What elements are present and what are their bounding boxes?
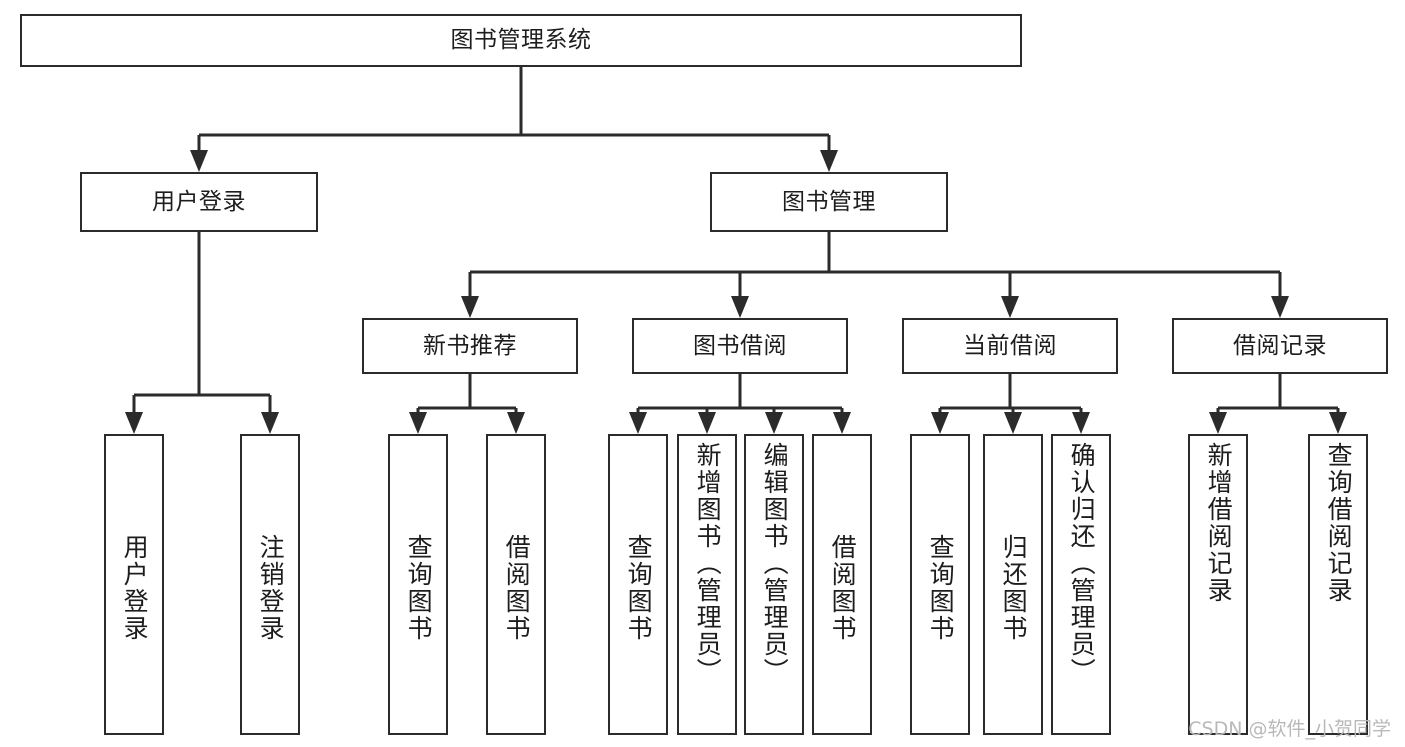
node-leaf-add-book[interactable]: 新增图书（管理员） (677, 434, 737, 735)
node-leaf-user-login[interactable]: 用户登录 (104, 434, 164, 735)
node-leaf-query-borrow-record[interactable]: 查询借阅记录 (1308, 434, 1368, 735)
node-leaf-borrow-book[interactable]: 借阅图书 (812, 434, 872, 735)
node-label: 借阅记录 (1233, 332, 1327, 359)
node-leaf-edit-book[interactable]: 编辑图书（管理员） (744, 434, 804, 735)
node-leaf-logout[interactable]: 注销登录 (240, 434, 300, 735)
node-leaf-add-borrow-record[interactable]: 新增借阅记录 (1188, 434, 1248, 735)
arrow-head-icon (698, 412, 716, 434)
node-label: 查询图书 (926, 533, 956, 642)
node-book-borrow[interactable]: 图书借阅 (632, 318, 848, 374)
arrow-head-icon (261, 412, 279, 434)
node-leaf-query-book-recommend[interactable]: 查询图书 (388, 434, 448, 735)
arrow-head-icon (1329, 412, 1347, 434)
node-root[interactable]: 图书管理系统 (20, 14, 1022, 67)
node-label: 确认归还（管理员） (1067, 442, 1097, 685)
node-label: 新增借阅记录 (1204, 442, 1234, 604)
arrow-head-icon (409, 412, 427, 434)
node-leaf-query-book-current[interactable]: 查询图书 (910, 434, 970, 735)
node-label: 查询借阅记录 (1324, 442, 1354, 604)
node-label: 新增图书（管理员） (693, 442, 723, 685)
node-label: 图书借阅 (693, 332, 787, 359)
arrow-head-icon (125, 412, 143, 434)
node-label: 查询图书 (624, 533, 654, 642)
arrow-head-icon (190, 150, 208, 172)
node-leaf-confirm-return[interactable]: 确认归还（管理员） (1051, 434, 1111, 735)
node-leaf-return-book[interactable]: 归还图书 (983, 434, 1043, 735)
node-label: 编辑图书（管理员） (760, 442, 790, 685)
node-leaf-borrow-book-recommend[interactable]: 借阅图书 (486, 434, 546, 735)
node-label: 归还图书 (999, 533, 1029, 642)
arrow-head-icon (820, 150, 838, 172)
node-label: 用户登录 (152, 188, 246, 215)
arrow-head-icon (765, 412, 783, 434)
arrow-head-icon (1271, 296, 1289, 318)
node-label: 借阅图书 (502, 533, 532, 642)
node-current-borrow[interactable]: 当前借阅 (902, 318, 1118, 374)
node-label: 当前借阅 (963, 332, 1057, 359)
node-label: 新书推荐 (423, 332, 517, 359)
arrow-head-icon (1001, 296, 1019, 318)
arrow-head-icon (461, 296, 479, 318)
node-label: 图书管理系统 (450, 27, 592, 54)
arrow-head-icon (833, 412, 851, 434)
node-label: 图书管理 (782, 188, 876, 215)
node-new-book-recommend[interactable]: 新书推荐 (362, 318, 578, 374)
arrow-head-icon (1004, 412, 1022, 434)
node-label: 查询图书 (404, 533, 434, 642)
node-leaf-query-book-borrow[interactable]: 查询图书 (608, 434, 668, 735)
arrow-head-icon (731, 296, 749, 318)
arrow-head-icon (931, 412, 949, 434)
node-user-login[interactable]: 用户登录 (80, 172, 318, 232)
arrow-head-icon (1072, 412, 1090, 434)
node-label: 用户登录 (120, 533, 150, 642)
arrow-head-icon (507, 412, 525, 434)
node-borrow-records[interactable]: 借阅记录 (1172, 318, 1388, 374)
arrow-head-icon (1209, 412, 1227, 434)
arrow-head-icon (629, 412, 647, 434)
node-label: 注销登录 (256, 533, 286, 642)
node-book-manage[interactable]: 图书管理 (710, 172, 948, 232)
node-label: 借阅图书 (828, 533, 858, 642)
